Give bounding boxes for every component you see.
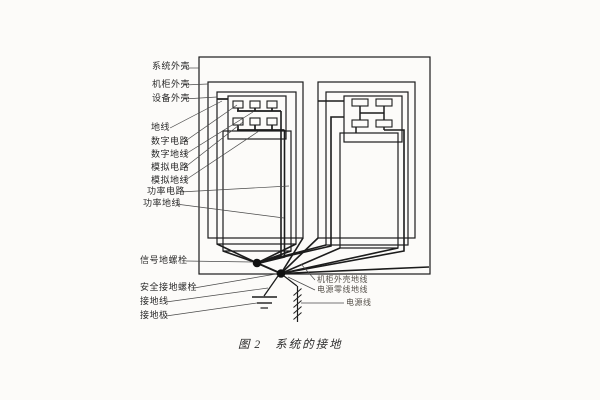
left-chips <box>232 100 278 126</box>
label-power-neutral-ground-wire: 电源零线地线 <box>317 285 368 294</box>
hatch-marks <box>293 288 302 320</box>
right-equipment-enclosure <box>325 91 409 246</box>
label-analog-circuit: 模拟电路 <box>151 162 190 172</box>
left-circuit-module <box>227 95 287 140</box>
chip <box>375 98 393 107</box>
chip <box>249 100 261 109</box>
power-line-conductor <box>283 275 302 322</box>
chip <box>375 119 393 128</box>
label-digital-ground: 数字地线 <box>151 149 190 159</box>
left-power-circuit-board <box>222 130 292 252</box>
label-equipment-enclosure: 设备外壳 <box>152 93 191 103</box>
label-digital-circuit: 数字电路 <box>151 136 190 146</box>
figure-caption-number: 图 2 <box>238 339 262 351</box>
chip <box>266 117 278 126</box>
right-cabinet-outline <box>317 81 416 239</box>
label-cabinet-shell-ground-wire: 机柜外壳地线 <box>317 275 368 284</box>
chip <box>249 117 261 126</box>
chip <box>266 100 278 109</box>
right-power-circuit-board <box>339 132 399 249</box>
system-enclosure-outline <box>198 56 431 275</box>
figure-caption-title: 系统的接地 <box>275 339 343 351</box>
label-safety-ground-bolt: 安全接地螺栓 <box>140 282 198 292</box>
label-ground-wire: 地线 <box>151 122 171 132</box>
safety-ground-bolt-dot <box>276 269 286 278</box>
signal-ground-bolt-dot <box>252 258 262 268</box>
figure-caption: 图 2 系统的接地 <box>238 336 343 352</box>
label-analog-ground: 模拟地线 <box>151 175 190 185</box>
label-power-line: 电源线 <box>346 298 372 307</box>
label-cabinet-enclosure: 机柜外壳 <box>152 79 191 89</box>
label-signal-ground-bolt: 信号地螺栓 <box>140 255 188 265</box>
power-neutral-ground-wire <box>280 266 430 275</box>
left-cabinet-outline <box>207 81 304 239</box>
label-grounding-wire: 接地线 <box>140 296 169 306</box>
label-system-enclosure: 系统外壳 <box>152 61 191 71</box>
earth-ground-symbol <box>252 275 279 309</box>
left-ground-buses <box>217 98 285 131</box>
grounding-wire-line <box>263 275 279 297</box>
left-equipment-enclosure <box>216 91 297 245</box>
label-power-ground: 功率地线 <box>143 198 182 208</box>
chip <box>351 98 369 107</box>
power-ground-wire <box>222 250 258 264</box>
label-power-circuit: 功率电路 <box>147 186 186 196</box>
right-circuit-module <box>343 95 403 143</box>
chip <box>351 119 369 128</box>
cabinet-shell-ground-wire <box>280 237 304 274</box>
label-grounding-electrode: 接地极 <box>140 310 169 320</box>
ground-wires <box>216 111 430 275</box>
right-module-wiring <box>318 100 385 133</box>
leader-lines <box>165 67 344 317</box>
